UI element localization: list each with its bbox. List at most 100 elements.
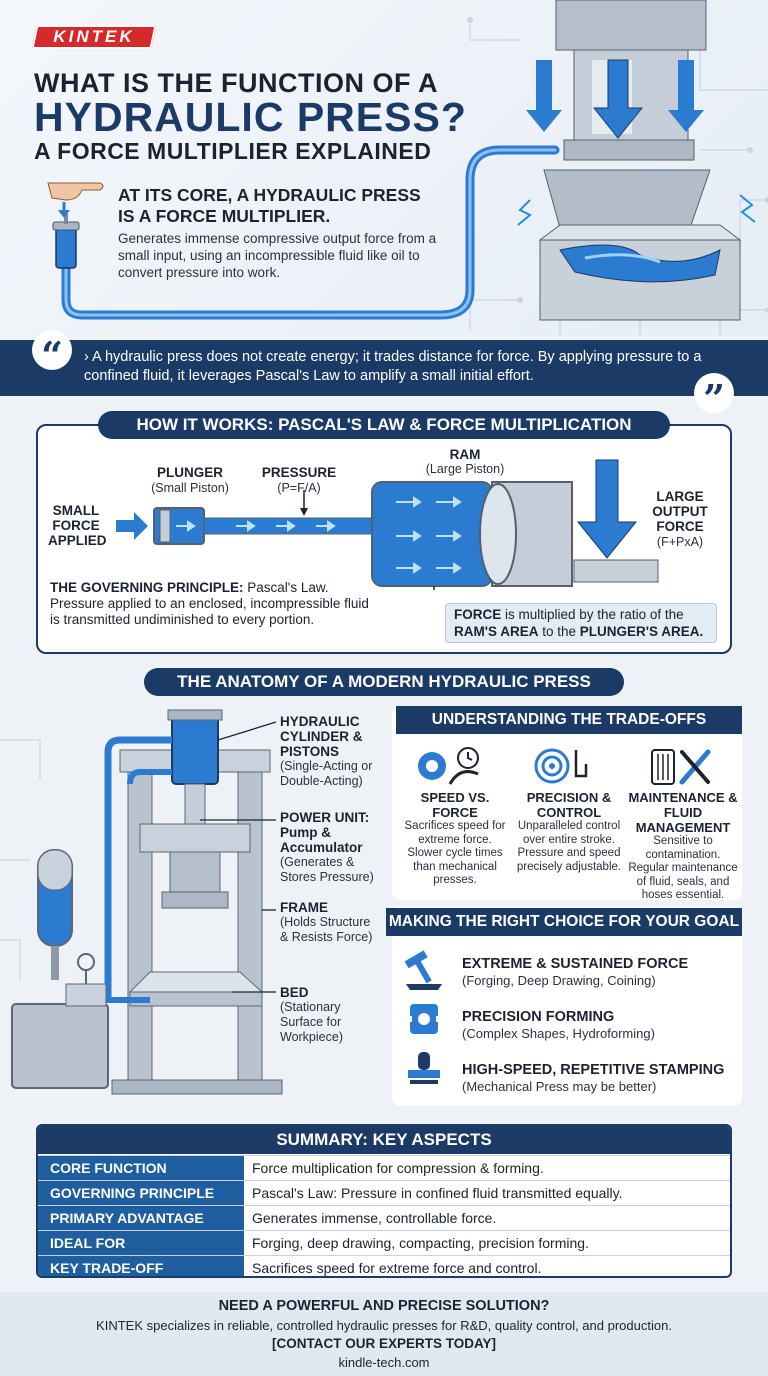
contact-experts-link[interactable]: [CONTACT OUR EXPERTS TODAY] xyxy=(271,1336,496,1351)
summary-title: SUMMARY: KEY ASPECTS xyxy=(38,1126,730,1154)
header-section: KINTEK WHAT IS THE FUNCTION OF A HYDRAUL… xyxy=(0,0,768,335)
part-power-unit-desc: (Generates & Stores Pressure) xyxy=(280,855,374,884)
choice-icons xyxy=(404,950,442,1084)
large-output-sub: (F+PxA) xyxy=(656,535,704,549)
force-note: FORCE is multiplied by the ratio of the … xyxy=(445,603,717,643)
part-power-unit-name: POWER UNIT: Pump & Accumulator xyxy=(280,810,370,855)
core-heading: AT ITS CORE, A HYDRAULIC PRESS IS A FORC… xyxy=(118,185,421,226)
core-text: Generates immense compressive output for… xyxy=(118,231,437,280)
force-to: to the xyxy=(542,624,577,639)
summary-value: Sacrifices speed for extreme force and c… xyxy=(252,1260,542,1276)
gov-text: Pressure applied to an enclosed, incompr… xyxy=(50,596,369,627)
summary-key: GOVERNING PRINCIPLE xyxy=(38,1181,244,1205)
choice-title: MAKING THE RIGHT CHOICE FOR YOUR GOAL xyxy=(386,908,742,936)
choice-precision-text: (Complex Shapes, Hydroforming) xyxy=(462,1026,655,1041)
gov-bold: THE GOVERNING PRINCIPLE: xyxy=(50,580,244,595)
tradeoff-maintenance-heading: MAINTENANCE & FLUID MANAGEMENT xyxy=(628,790,738,835)
choice-extreme-heading: EXTREME & SUSTAINED FORCE xyxy=(462,956,689,972)
summary-value: Pascal's Law: Pressure in confined fluid… xyxy=(252,1185,623,1201)
force-ram: RAM'S AREA xyxy=(454,624,539,639)
part-frame-desc: (Holds Structure & Resists Force) xyxy=(280,915,373,944)
gov-law: Pascal's Law. xyxy=(247,580,329,595)
ram-label: RAM xyxy=(449,447,481,462)
circuit-background xyxy=(47,0,768,335)
choice-precision-heading: PRECISION FORMING xyxy=(462,1009,615,1025)
quote-text: › A hydraulic press does not create ener… xyxy=(84,349,702,384)
part-cylinder: HYDRAULIC CYLINDER & PISTONS (Single-Act… xyxy=(280,714,390,789)
part-bed: BED (Stationary Surface for Workpiece) xyxy=(280,985,380,1045)
choice-extreme-force: EXTREME & SUSTAINED FORCE (Forging, Deep… xyxy=(462,956,732,989)
tradeoff-speed-text: Sacrifices speed for extreme force. Slow… xyxy=(404,820,506,886)
choice-stamping: HIGH-SPEED, REPETITIVE STAMPING (Mechani… xyxy=(462,1062,742,1095)
ram-sub: (Large Piston) xyxy=(425,462,505,476)
how-it-works-title: HOW IT WORKS: PASCAL'S LAW & FORCE MULTI… xyxy=(98,411,670,439)
hammer-anvil-icon xyxy=(404,950,442,990)
summary-key: PRIMARY ADVANTAGE xyxy=(38,1206,244,1230)
tradeoff-maintenance: MAINTENANCE & FLUID MANAGEMENT Sensitive… xyxy=(624,790,742,903)
tradeoffs-title: UNDERSTANDING THE TRADE-OFFS xyxy=(396,706,742,734)
choice-stamping-text: (Mechanical Press may be better) xyxy=(462,1079,657,1094)
summary-value: Forging, deep drawing, compacting, preci… xyxy=(252,1235,589,1251)
pascal-diagram xyxy=(116,459,659,590)
part-frame: FRAME (Holds Structure & Resists Force) xyxy=(280,900,380,945)
force-plunger: PLUNGER'S AREA. xyxy=(579,624,704,639)
choice-panel xyxy=(392,906,742,1106)
open-quote-icon: “ xyxy=(32,330,72,378)
stamp-icon xyxy=(408,1052,440,1084)
part-cylinder-name: HYDRAULIC CYLINDER & PISTONS xyxy=(280,714,363,759)
summary-value: Force multiplication for compression & f… xyxy=(252,1160,544,1176)
tradeoff-speed: SPEED VS. FORCE Sacrifices speed for ext… xyxy=(400,790,510,888)
tradeoff-precision-text: Unparalleled control over entire stroke.… xyxy=(516,820,622,873)
tradeoff-speed-heading: SPEED VS. FORCE xyxy=(420,790,490,820)
press-illustration xyxy=(0,709,283,1095)
force-text: is multiplied by the ratio of the xyxy=(505,607,684,622)
summary-value: Generates immense, controllable force. xyxy=(252,1210,497,1226)
title-line-3: A FORCE MULTIPLIER EXPLAINED xyxy=(34,138,432,164)
tradeoff-precision-heading: PRECISION & CONTROL xyxy=(526,790,612,820)
choice-stamping-heading: HIGH-SPEED, REPETITIVE STAMPING xyxy=(462,1062,725,1078)
title-line-2: HYDRAULIC PRESS? xyxy=(34,94,467,140)
part-cylinder-desc: (Single-Acting or Double-Acting) xyxy=(280,759,373,788)
table-row: CORE FUNCTION Force multiplication for c… xyxy=(38,1155,730,1180)
governing-principle: THE GOVERNING PRINCIPLE: Pascal's Law. P… xyxy=(50,580,370,628)
part-bed-name: BED xyxy=(280,985,309,1000)
kintek-logo[interactable]: KINTEK xyxy=(31,25,157,49)
summary-table: SUMMARY: KEY ASPECTS CORE FUNCTION Force… xyxy=(36,1124,732,1278)
footer xyxy=(0,1292,768,1376)
summary-key: IDEAL FOR xyxy=(38,1231,244,1255)
small-force-label: SMALL FORCE APPLIED xyxy=(48,503,107,548)
quote-band xyxy=(0,340,768,396)
summary-key: KEY TRADE-OFF xyxy=(38,1256,244,1276)
choice-extreme-text: (Forging, Deep Drawing, Coining) xyxy=(462,973,656,988)
target-hand-icon xyxy=(534,748,588,784)
large-output-label: LARGE OUTPUT FORCE xyxy=(652,489,708,534)
logo-text: KINTEK xyxy=(53,27,135,46)
tradeoff-maintenance-text: Sensitive to contamination. Regular main… xyxy=(628,835,738,901)
table-row: PRIMARY ADVANTAGE Generates immense, con… xyxy=(38,1205,730,1230)
gear-clock-icon xyxy=(418,747,479,785)
plunger-label: PLUNGER xyxy=(156,465,223,480)
part-power-unit: POWER UNIT: Pump & Accumulator (Generate… xyxy=(280,810,390,885)
title-line-1: WHAT IS THE FUNCTION OF A xyxy=(34,68,438,98)
pressure-sub: (P=F/A) xyxy=(277,481,321,495)
tradeoff-icons xyxy=(418,747,711,785)
footer-headline: NEED A POWERFUL AND PRECISE SOLUTION? xyxy=(218,1298,550,1314)
table-row: KEY TRADE-OFF Sacrifices speed for extre… xyxy=(38,1255,730,1276)
part-bed-desc: (Stationary Surface for Workpiece) xyxy=(280,1000,343,1044)
choice-precision-forming: PRECISION FORMING (Complex Shapes, Hydro… xyxy=(462,1009,732,1042)
plunger-sub: (Small Piston) xyxy=(151,481,229,495)
shaped-part-icon xyxy=(406,1004,442,1034)
pressure-label: PRESSURE xyxy=(261,465,337,480)
part-frame-name: FRAME xyxy=(280,900,328,915)
filter-wrench-icon xyxy=(651,749,711,785)
footer-text: KINTEK specializes in reliable, controll… xyxy=(96,1318,672,1333)
table-row: GOVERNING PRINCIPLE Pascal's Law: Pressu… xyxy=(38,1180,730,1205)
close-quote-icon: ” xyxy=(694,373,734,421)
force-word: FORCE xyxy=(454,607,502,622)
tradeoffs-panel xyxy=(392,706,742,900)
anatomy-title: THE ANATOMY OF A MODERN HYDRAULIC PRESS xyxy=(144,668,624,696)
website-link[interactable]: kindle-tech.com xyxy=(338,1355,430,1370)
summary-key: CORE FUNCTION xyxy=(38,1156,244,1180)
table-row: IDEAL FOR Forging, deep drawing, compact… xyxy=(38,1230,730,1255)
tradeoff-precision: PRECISION & CONTROL Unparalleled control… xyxy=(514,790,624,874)
